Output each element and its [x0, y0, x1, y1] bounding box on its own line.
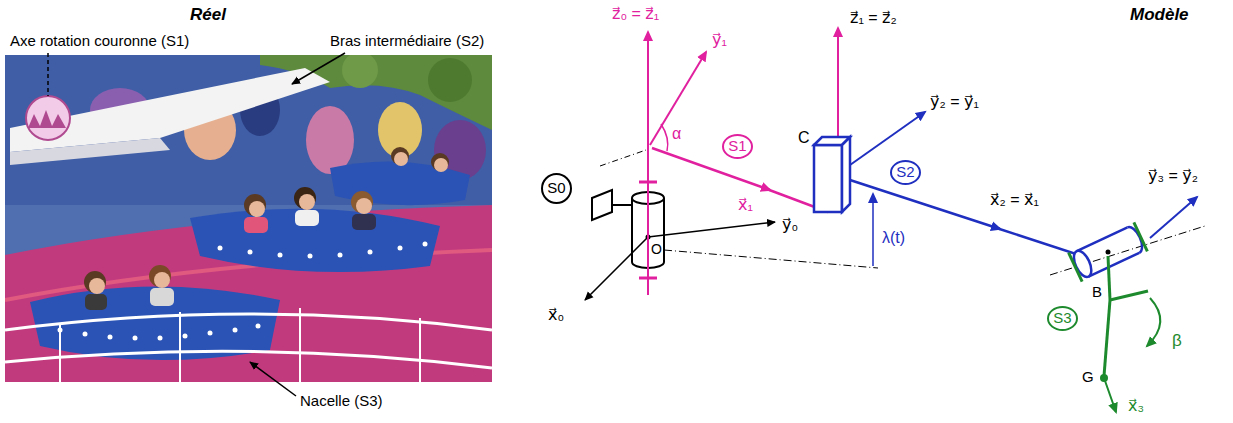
- vector-label: x⃗₀: [548, 305, 564, 325]
- panel-title: Réel: [190, 4, 226, 25]
- solid-name: S2: [896, 164, 914, 181]
- vector-label: x⃗₂ = x⃗₁: [990, 190, 1039, 210]
- solid-name: S0: [547, 180, 565, 197]
- vector-label: x⃗₁: [738, 195, 753, 215]
- leader-line: [47, 53, 49, 96]
- panel-title: Modèle: [1130, 4, 1189, 25]
- part-label: Nacelle (S3): [300, 392, 383, 411]
- vector-label: y⃗₃ = y⃗₂: [1148, 166, 1198, 186]
- part-label: Bras intermédiaire (S2): [330, 32, 484, 51]
- parameter-label: λ(t): [882, 228, 905, 248]
- vector-label: y⃗₀: [782, 215, 798, 235]
- point-label: G: [1082, 368, 1094, 387]
- point-label: B: [1092, 283, 1102, 302]
- vector-label: z⃗₀ = z⃗₁: [612, 4, 659, 24]
- solid-circle: S1: [722, 134, 753, 159]
- frame-s1: [639, 28, 838, 295]
- angle-label: β: [1172, 330, 1182, 351]
- vector-label: y⃗₁: [712, 30, 727, 50]
- vector-label: x⃗₃: [1128, 396, 1144, 416]
- point-label: O: [651, 241, 662, 259]
- vector-label: z⃗₁ = z⃗₂: [850, 8, 897, 28]
- vector-label: y⃗₂ = y⃗₁: [930, 92, 979, 112]
- part-label: Axe rotation couronne (S1): [10, 32, 189, 51]
- solid-name: S3: [1053, 310, 1071, 327]
- solid-circle: S0: [541, 173, 572, 204]
- solid-name: S1: [728, 138, 746, 155]
- frame-s2: [814, 112, 1205, 282]
- leader-line: [250, 362, 296, 396]
- leader-line: [292, 53, 345, 84]
- point-label: C: [798, 128, 810, 148]
- frame-s3: [1100, 256, 1160, 412]
- photo: [5, 55, 492, 382]
- angle-label: α: [672, 124, 681, 144]
- solid-circle: S3: [1047, 306, 1078, 331]
- solid-circle: S2: [890, 160, 921, 185]
